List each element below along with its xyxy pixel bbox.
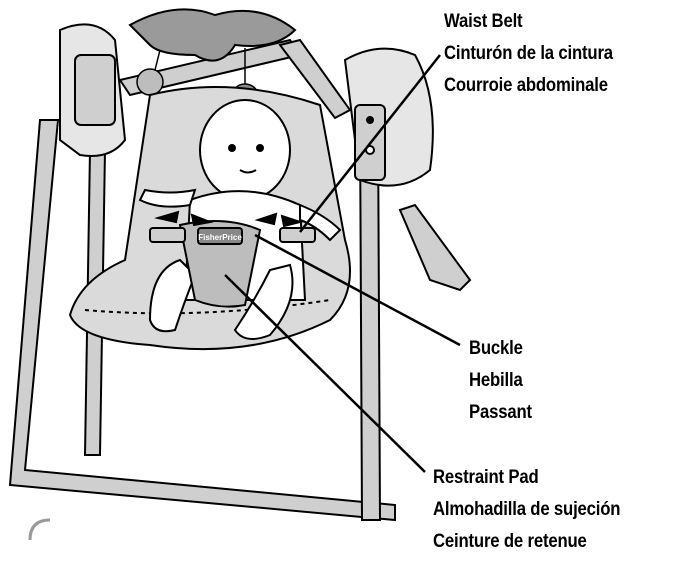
buckle-label-es: Hebilla — [469, 365, 532, 397]
restraint-pad-label: Restraint Pad Almohadilla de sujeción Ce… — [433, 462, 620, 558]
waist-belt-label: Waist Belt Cinturón de la cintura Courro… — [444, 6, 613, 102]
waist-belt-label-es: Cinturón de la cintura — [444, 38, 613, 70]
restraint-pad-label-en: Restraint Pad — [433, 462, 620, 494]
buckle-label: Buckle Hebilla Passant — [469, 333, 532, 429]
waist-belt-label-en: Waist Belt — [444, 6, 613, 38]
right-motor-housing — [345, 49, 433, 186]
left-motor-housing — [60, 24, 125, 156]
restraint-pad-label-es: Almohadilla de sujeción — [433, 494, 620, 526]
waist-belt-label-fr: Courroie abdominale — [444, 70, 613, 102]
restraint-pad-label-fr: Ceinture de retenue — [433, 526, 620, 558]
buckle-label-fr: Passant — [469, 397, 532, 429]
brand-logo-text: FisherPrice — [198, 233, 242, 242]
page-binding-ring — [30, 520, 50, 540]
buckle-label-en: Buckle — [469, 333, 532, 365]
